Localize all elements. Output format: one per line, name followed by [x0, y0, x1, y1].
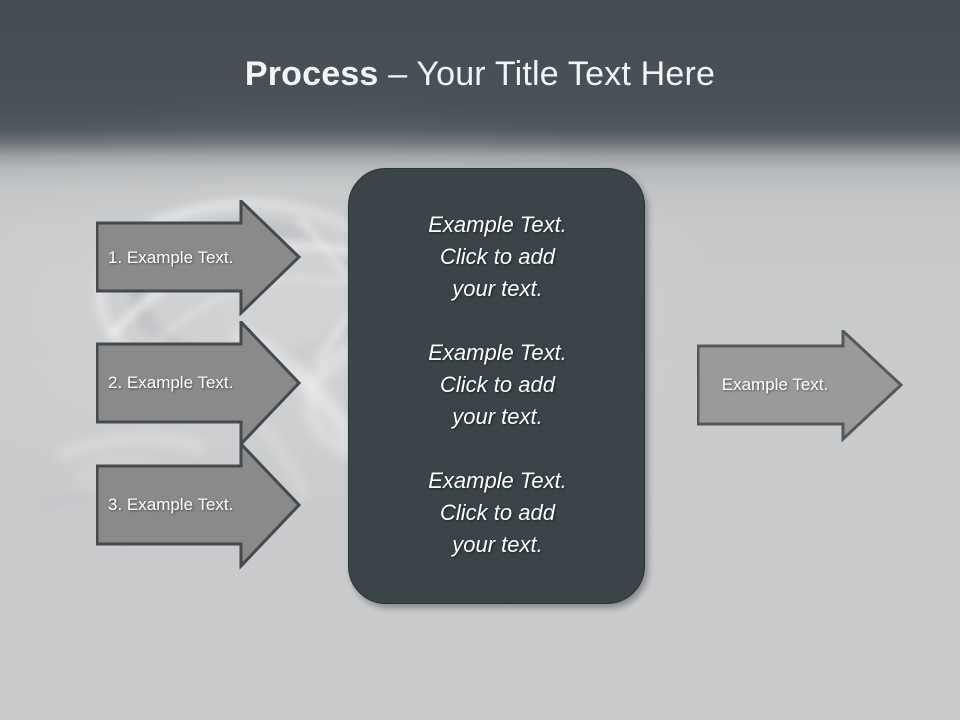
- slide-title-rest: – Your Title Text Here: [378, 55, 716, 93]
- slide-title: Process – Your Title Text Here: [0, 52, 960, 96]
- center-text-block-1: Example Text. Click to add your text.: [428, 212, 567, 301]
- slide-title-strong: Process: [244, 55, 379, 93]
- process-center-box[interactable]: Example Text. Click to add your text. Ex…: [348, 168, 645, 604]
- process-arrow-3[interactable]: [96, 443, 306, 571]
- center-text-block-3: Example Text. Click to add your text.: [428, 468, 567, 557]
- process-arrow-2[interactable]: [96, 321, 306, 449]
- process-output-arrow[interactable]: [697, 330, 907, 444]
- process-arrow-1[interactable]: [96, 200, 306, 318]
- center-box-text-wrap: Example Text. Click to add your text. Ex…: [349, 209, 646, 561]
- center-text-block-2: Example Text. Click to add your text.: [428, 340, 567, 429]
